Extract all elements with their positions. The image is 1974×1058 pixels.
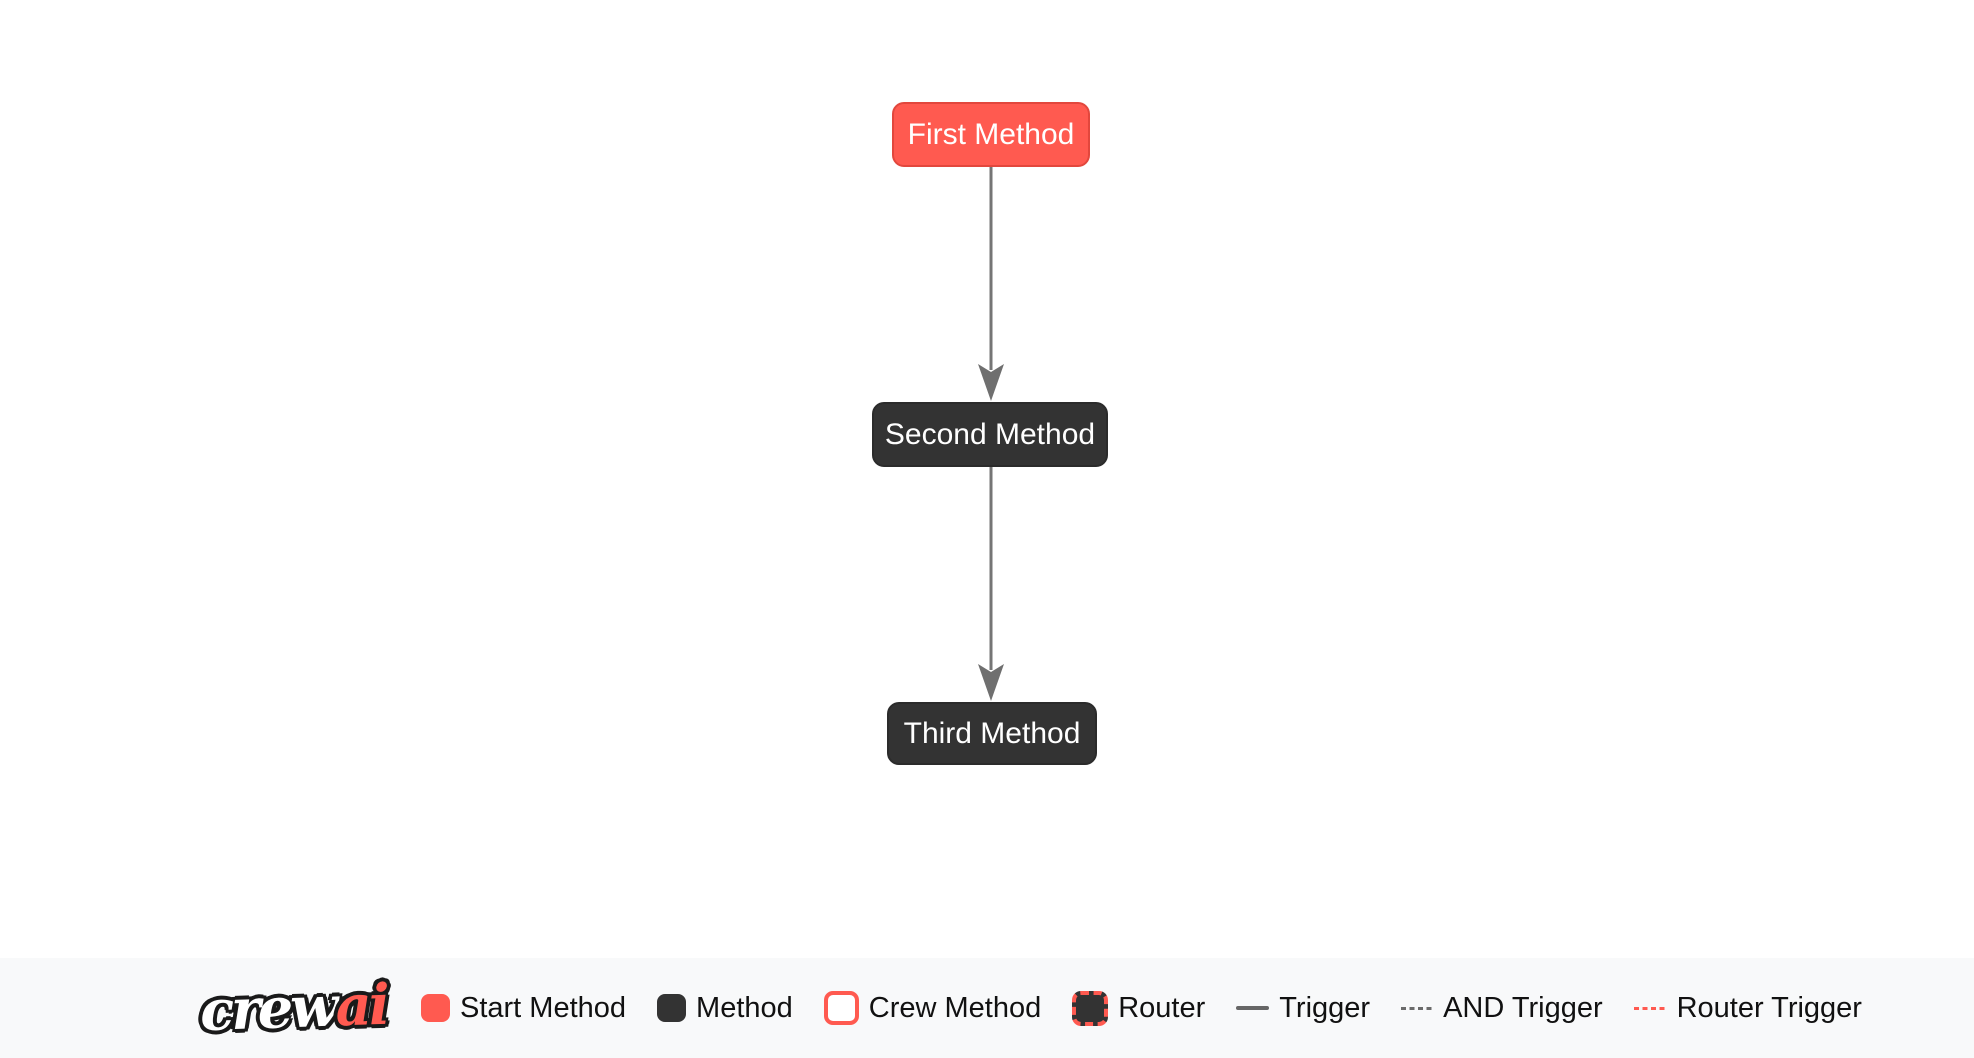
edge-second-to-third bbox=[978, 467, 1004, 701]
legend-items: Start Method Method Crew Method Router T… bbox=[421, 990, 1862, 1026]
start-method-swatch bbox=[421, 994, 450, 1022]
method-swatch bbox=[657, 994, 687, 1022]
legend-bar: crewai Start Method Method Crew Method R… bbox=[0, 958, 1974, 1058]
legend-item-start-method: Start Method bbox=[421, 992, 626, 1025]
legend-label: Method bbox=[696, 991, 793, 1024]
legend-label: Trigger bbox=[1279, 991, 1371, 1024]
node-second-method[interactable]: Second Method bbox=[872, 402, 1108, 467]
legend-label: Router bbox=[1118, 991, 1206, 1024]
node-third-method[interactable]: Third Method bbox=[887, 702, 1097, 765]
and-trigger-line-swatch bbox=[1401, 1006, 1434, 1010]
legend-item-method: Method bbox=[657, 992, 793, 1025]
crewai-logo-ai: ai bbox=[334, 971, 389, 1040]
legend-label: Crew Method bbox=[868, 991, 1042, 1024]
legend-item-router-trigger: Router Trigger bbox=[1633, 991, 1862, 1025]
edge-first-to-second bbox=[978, 167, 1004, 401]
legend-label: AND Trigger bbox=[1443, 991, 1603, 1024]
node-first-method[interactable]: First Method bbox=[892, 102, 1090, 167]
legend-label: Start Method bbox=[460, 991, 627, 1024]
legend-item-crew-method: Crew Method bbox=[823, 991, 1042, 1025]
crewai-logo: crewai bbox=[199, 972, 388, 1044]
flow-canvas[interactable]: First Method Second Method Third Method bbox=[0, 0, 1974, 958]
trigger-line-swatch bbox=[1236, 1006, 1270, 1010]
legend-label: Router Trigger bbox=[1676, 991, 1862, 1024]
router-trigger-line-swatch bbox=[1633, 1006, 1667, 1010]
crewai-logo-crew: crew bbox=[198, 973, 337, 1045]
legend-item-router: Router bbox=[1072, 990, 1206, 1026]
crew-method-swatch bbox=[823, 991, 859, 1025]
legend-item-and-trigger: AND Trigger bbox=[1401, 992, 1603, 1025]
router-swatch bbox=[1072, 990, 1109, 1026]
legend-item-trigger: Trigger bbox=[1236, 992, 1370, 1025]
